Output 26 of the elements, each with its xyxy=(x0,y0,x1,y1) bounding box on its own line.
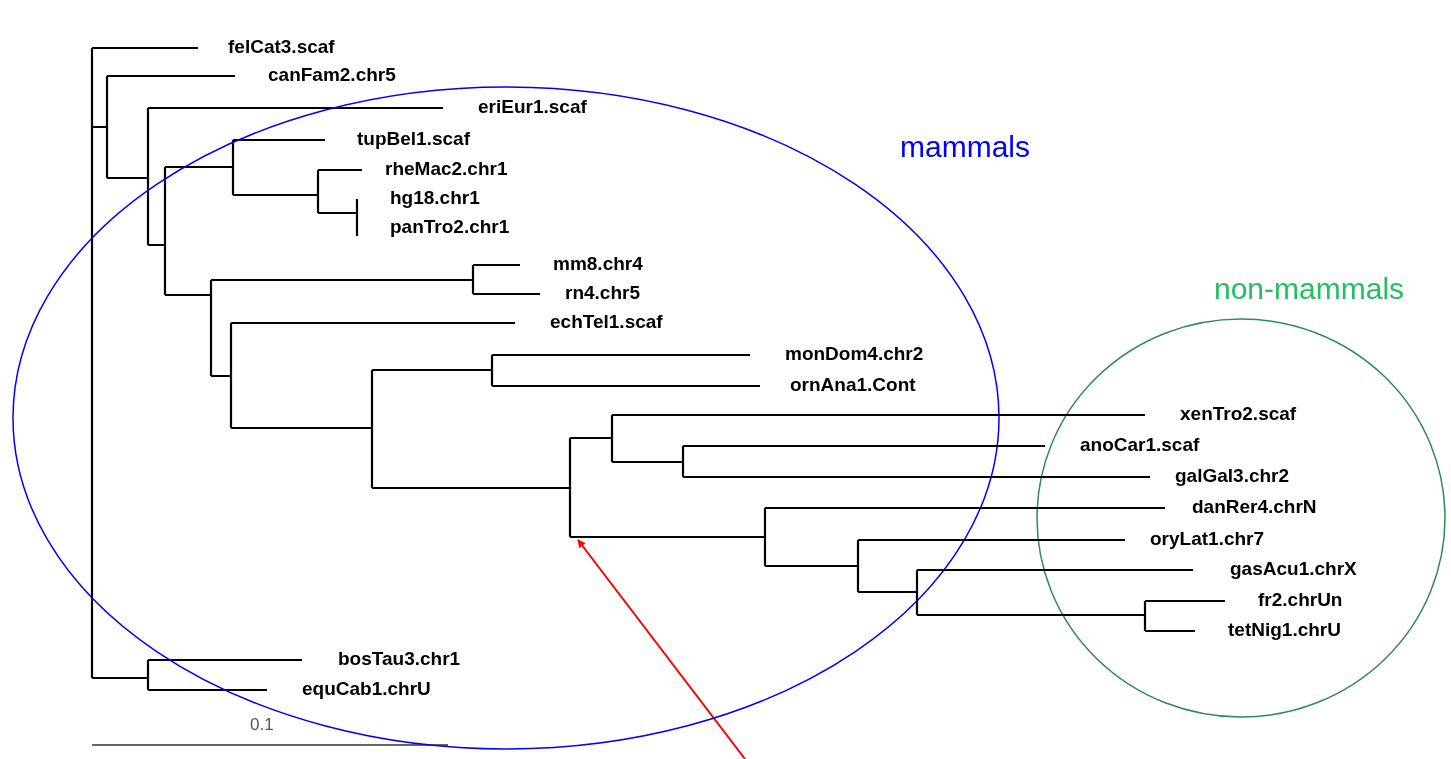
leaf-label: echTel1.scaf xyxy=(550,311,663,333)
leaf-label: felCat3.scaf xyxy=(228,36,335,58)
leaf-label: panTro2.chr1 xyxy=(390,216,510,238)
leaf-label: equCab1.chrU xyxy=(302,678,431,700)
leaf-label: ornAna1.Cont xyxy=(790,374,916,396)
leaf-label: galGal3.chr2 xyxy=(1175,465,1290,487)
leaf-label: rn4.chr5 xyxy=(565,282,640,304)
leaf-label: tupBel1.scaf xyxy=(357,128,470,150)
leaf-label: oryLat1.chr7 xyxy=(1150,528,1265,550)
pointer-arrow xyxy=(577,539,746,759)
leaf-label: monDom4.chr2 xyxy=(785,343,924,365)
group-label: non-mammals xyxy=(1214,272,1405,306)
leaf-label: fr2.chrUn xyxy=(1258,589,1343,611)
group-label: mammals xyxy=(900,130,1030,164)
leaf-label: gasAcu1.chrX xyxy=(1230,558,1357,580)
leaf-label: bosTau3.chr1 xyxy=(338,648,461,670)
leaf-label: canFam2.chr5 xyxy=(268,64,396,86)
leaf-label: tetNig1.chrU xyxy=(1228,619,1341,641)
leaf-label: anoCar1.scaf xyxy=(1080,434,1200,456)
scale-label: 0.1 xyxy=(250,714,274,736)
leaf-label: xenTro2.scaf xyxy=(1180,403,1297,425)
leaf-label: rheMac2.chr1 xyxy=(385,158,508,180)
leaf-label: eriEur1.scaf xyxy=(478,96,587,118)
leaf-label: mm8.chr4 xyxy=(553,253,643,275)
leaf-label: hg18.chr1 xyxy=(390,187,480,209)
leaf-label: danRer4.chrN xyxy=(1192,496,1317,518)
